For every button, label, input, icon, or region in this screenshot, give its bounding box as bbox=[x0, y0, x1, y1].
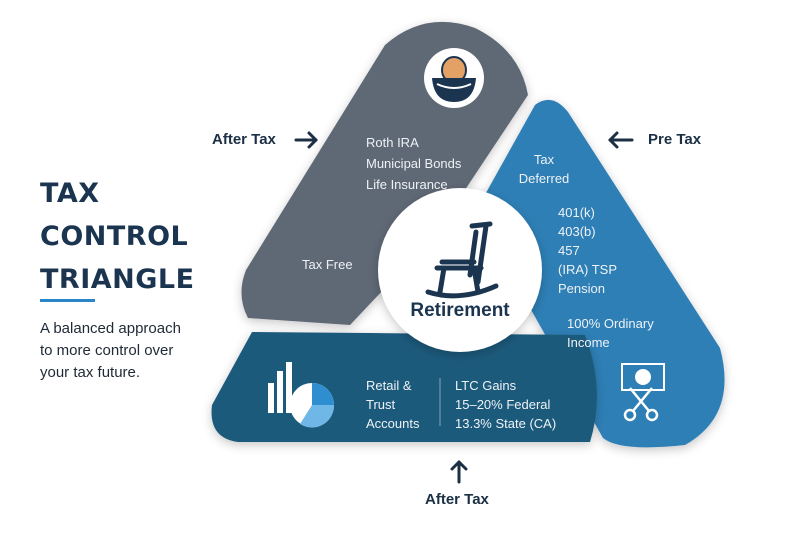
list-item: Pension bbox=[558, 281, 605, 296]
tax-deferred-heading: Tax Deferred bbox=[515, 150, 573, 188]
after-tax-bottom-label: After Tax bbox=[425, 491, 489, 508]
subtitle-line: to more control over bbox=[40, 342, 174, 359]
list-item: 403(b) bbox=[558, 224, 596, 239]
gains-line: LTC Gains bbox=[455, 378, 517, 393]
gains-line: 15–20% Federal bbox=[455, 397, 551, 412]
bar-pie-chart-icon bbox=[268, 362, 335, 428]
retirement-label: Retirement bbox=[410, 300, 510, 321]
subtitle: A balanced approach to more control over… bbox=[40, 318, 215, 384]
pre-tax-label: Pre Tax bbox=[648, 131, 702, 148]
title-underline bbox=[40, 299, 95, 302]
subtitle-line: A balanced approach bbox=[40, 320, 181, 337]
account-line: Trust bbox=[366, 397, 396, 412]
page-title: TAX CONTROL TRIANGLE bbox=[40, 172, 195, 301]
list-item: (IRA) TSP bbox=[558, 262, 617, 277]
list-item: Roth IRA bbox=[366, 135, 419, 150]
arrow-right-icon bbox=[294, 131, 318, 149]
title-line: TRIANGLE bbox=[40, 264, 195, 295]
title-line: TAX bbox=[40, 178, 100, 209]
arrow-left-icon bbox=[608, 131, 634, 149]
money-bowl-icon bbox=[424, 48, 484, 108]
subtitle-line: your tax future. bbox=[40, 364, 141, 381]
rocking-chair-icon bbox=[425, 221, 499, 299]
ordinary-income-text: 100% Ordinary Income bbox=[567, 314, 654, 352]
tax-free-items: Roth IRA Municipal Bonds Life Insurance bbox=[366, 132, 461, 195]
account-line: Retail & bbox=[366, 378, 412, 393]
segment-tax-deferred bbox=[482, 99, 725, 448]
after-tax-left-label: After Tax bbox=[212, 131, 276, 148]
heading-line: Tax bbox=[533, 152, 555, 167]
list-item: Municipal Bonds bbox=[366, 156, 462, 171]
tax-free-tag: Tax Free bbox=[302, 257, 353, 272]
account-line: Accounts bbox=[366, 416, 420, 431]
ltc-gains-text: LTC Gains 15–20% Federal 13.3% State (CA… bbox=[455, 376, 556, 433]
retail-trust-accounts: Retail & Trust Accounts bbox=[366, 376, 419, 433]
tax-deferred-items: 401(k) 403(b) 457 (IRA) TSP Pension bbox=[558, 203, 617, 298]
heading-line: Deferred bbox=[518, 171, 570, 186]
list-item: 457 bbox=[558, 243, 580, 258]
gains-line: 13.3% State (CA) bbox=[455, 416, 557, 431]
list-item: 401(k) bbox=[558, 205, 595, 220]
income-line: 100% Ordinary bbox=[567, 316, 654, 331]
list-item: Life Insurance bbox=[366, 177, 448, 192]
income-line: Income bbox=[567, 335, 610, 350]
arrow-up-icon bbox=[450, 460, 468, 484]
cash-scissors-icon bbox=[621, 363, 665, 422]
title-line: CONTROL bbox=[40, 221, 189, 252]
